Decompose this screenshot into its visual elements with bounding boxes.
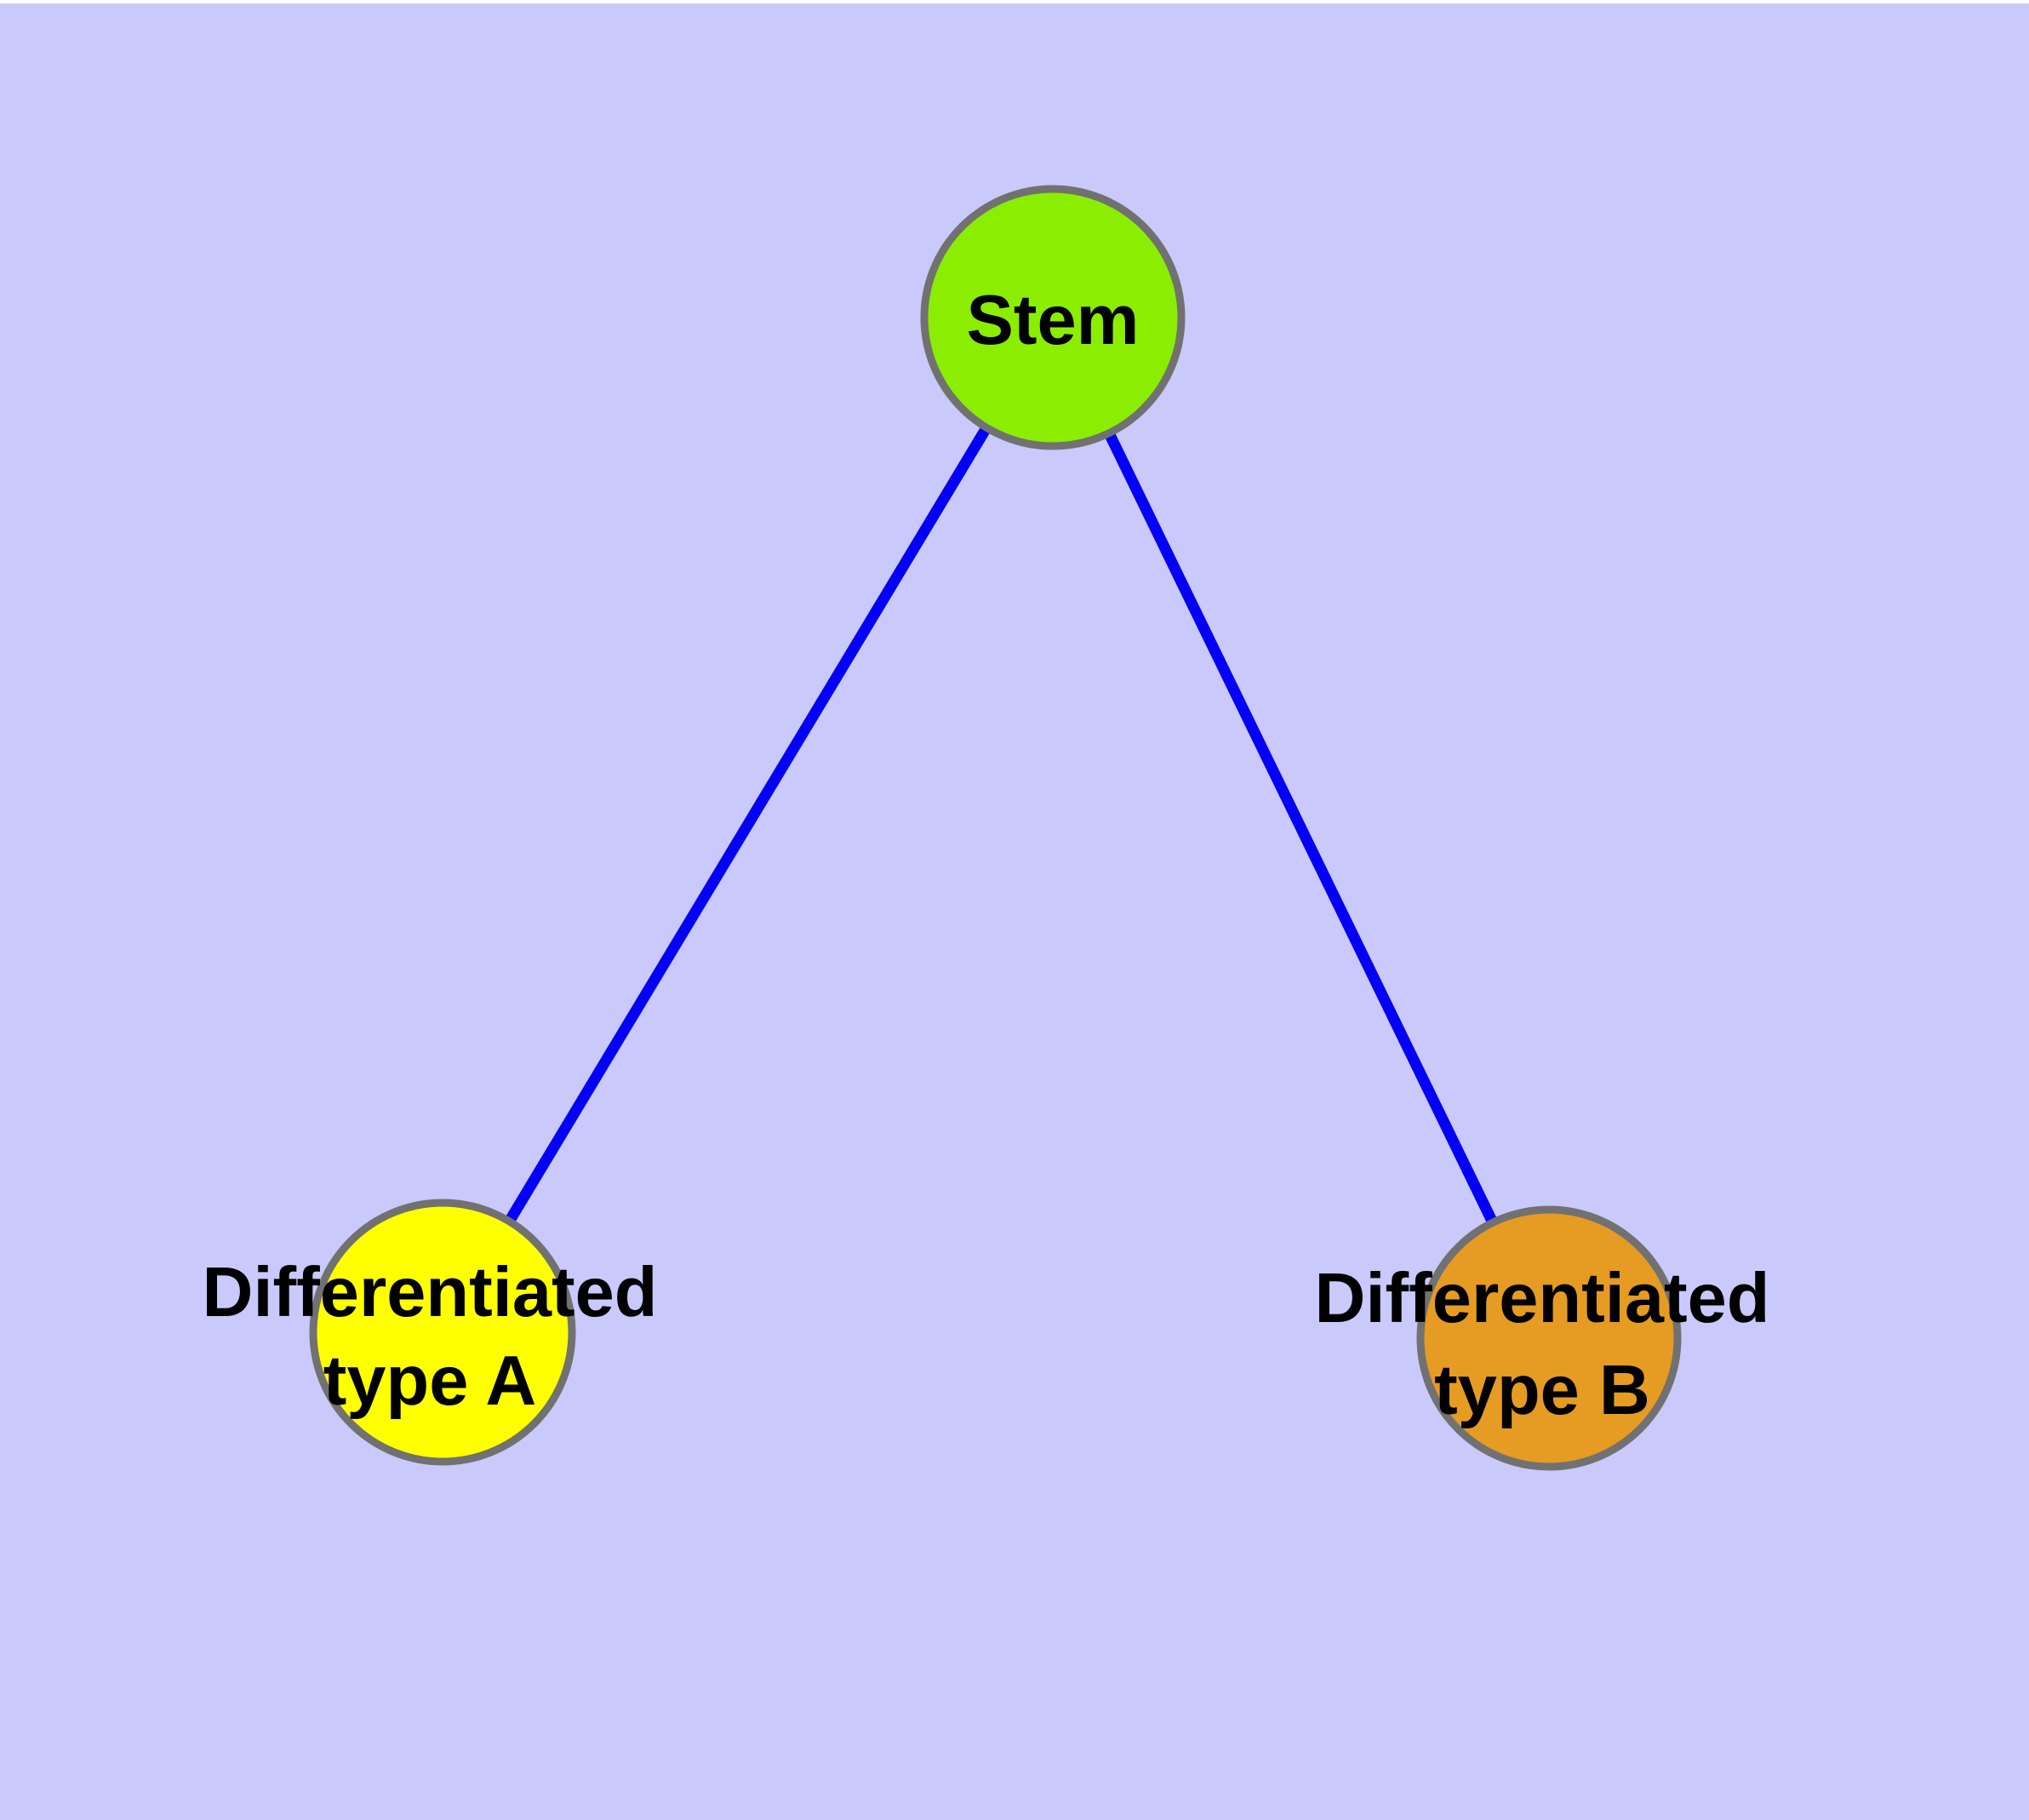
node-type-a-label-line2: type A	[323, 1341, 537, 1420]
node-type-b-label-line1: Differentiated	[1315, 1258, 1770, 1337]
edge-stem-to-type-a	[437, 314, 1058, 1336]
top-edge-strip	[0, 0, 2029, 3]
node-type-b-label-line2: type B	[1434, 1350, 1650, 1429]
edge-stem-to-type-b	[1048, 315, 1554, 1341]
node-differentiated-type-b[interactable]	[1416, 1205, 1682, 1471]
node-type-a-label-line1: Differentiated	[203, 1252, 658, 1331]
node-differentiated-type-a[interactable]	[309, 1199, 576, 1466]
node-stem-label: Stem	[967, 280, 1140, 359]
node-stem[interactable]	[920, 185, 1186, 450]
